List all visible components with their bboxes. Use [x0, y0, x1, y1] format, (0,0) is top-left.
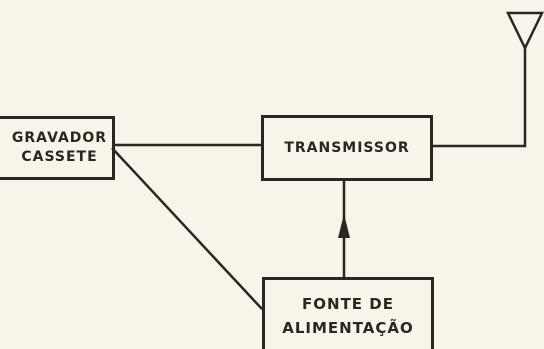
- antenna-icon: [506, 11, 544, 51]
- wire-recorder-power: [111, 147, 263, 310]
- transmitter-block: TRANSMISSOR: [261, 115, 433, 181]
- wire-transmitter-antenna: [433, 48, 527, 148]
- power-supply-block: FONTE DE ALIMENTAÇÃO: [262, 277, 434, 349]
- arrowhead-up-icon: [338, 214, 350, 238]
- cassette-recorder-block: GRAVADOR CASSETE: [0, 116, 115, 180]
